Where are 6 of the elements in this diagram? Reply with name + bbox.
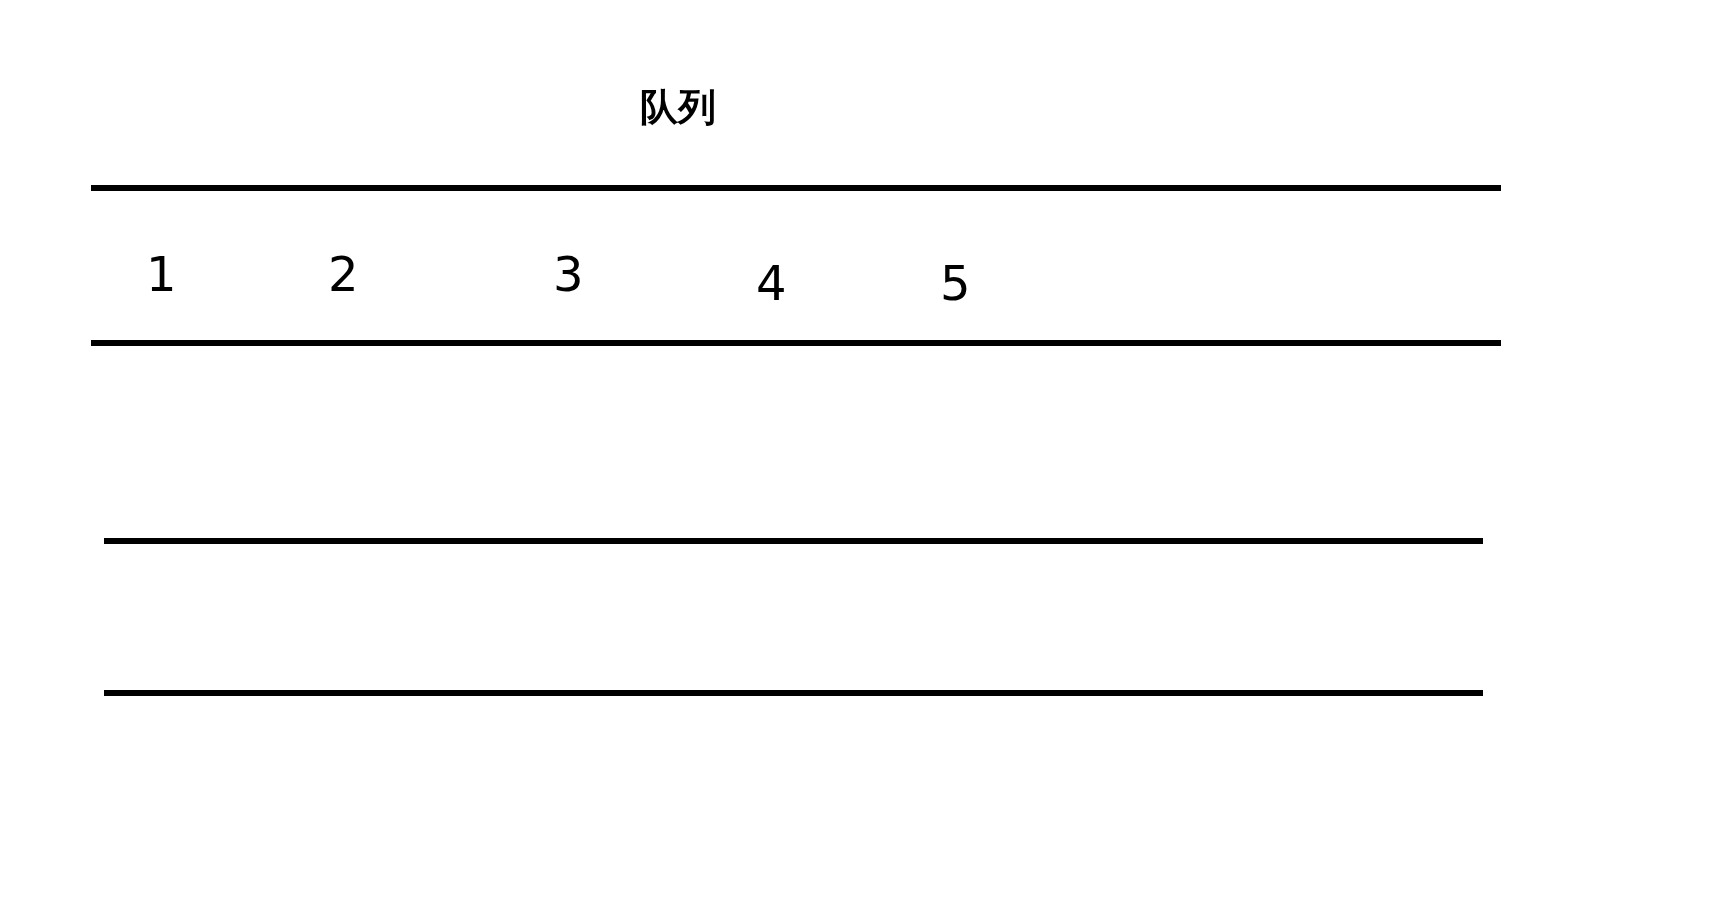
number-label: 3 (553, 250, 584, 298)
number-label: 5 (940, 259, 971, 307)
number-label: 1 (146, 250, 177, 298)
title: 队列 (640, 88, 716, 126)
number-label: 2 (328, 250, 359, 298)
number-label: 4 (756, 259, 787, 307)
